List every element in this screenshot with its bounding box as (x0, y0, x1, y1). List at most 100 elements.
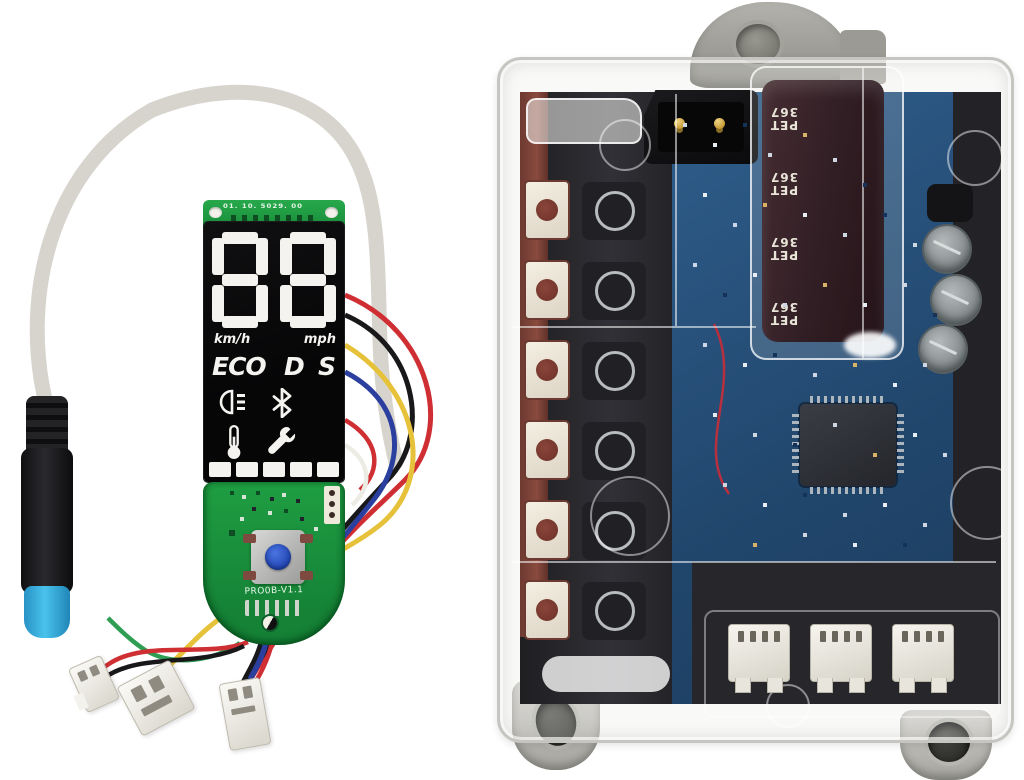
connector-foot (817, 678, 833, 693)
mosfet-ceramic-pad (526, 182, 568, 238)
mosfet-screw-hole (536, 599, 558, 621)
mosfet-ceramic-pad (526, 262, 568, 318)
capacitor-label: PET 367 (769, 235, 799, 263)
case-foot-right (900, 710, 992, 780)
connector-pin (738, 631, 744, 642)
wrench-icon (268, 426, 296, 454)
pad-dot (329, 501, 335, 507)
jst-latch (230, 705, 256, 716)
display-pin-row (231, 215, 317, 223)
mosfet-screw-hole (536, 519, 558, 541)
power-connector (644, 90, 758, 164)
connector-foot (735, 678, 751, 693)
connector-pin (832, 631, 838, 642)
capacitor-label: PET 367 (769, 170, 799, 198)
heatsink-ring (595, 351, 635, 391)
pcb-version-label: PRO0B-V1.1 (244, 584, 304, 598)
case-screw-post (766, 684, 810, 728)
heatsink-ring (595, 431, 635, 471)
button-solder-pad (243, 534, 256, 543)
case-screw-post (599, 119, 651, 171)
controller-case-interior: PET 367 PET 367 PET 367 PET 367 (504, 64, 1001, 730)
case-reflection (542, 656, 670, 692)
digit-segment (290, 316, 326, 328)
jst-slot (88, 664, 101, 677)
lcd-display-panel: km/h mph ECO D S (204, 222, 344, 482)
speed-digits (212, 232, 336, 328)
mosfet-row (522, 262, 672, 322)
cylindrical-capacitor (920, 326, 966, 372)
case-ridge (512, 326, 756, 328)
connector-bay-frame (704, 610, 1000, 718)
capacitor-cover: PET 367 PET 367 PET 367 PET 367 (750, 66, 904, 360)
cap-slit (928, 339, 958, 356)
controller-assembly: PET 367 PET 367 PET 367 PET 367 (497, 57, 1014, 743)
tactile-button-base (243, 530, 313, 584)
digit-segment (222, 232, 258, 244)
connector-foot (899, 678, 915, 693)
case-screw-post (947, 130, 1001, 186)
silkscreen-top-text: 01. 10. 5029. 00 (223, 202, 303, 210)
output-connector-row (728, 624, 988, 694)
digit-segment (256, 238, 268, 275)
mosfet-row (522, 342, 672, 402)
mosfet-screw-hole (536, 439, 558, 461)
smd-components (504, 64, 506, 66)
thermometer-icon (227, 424, 241, 459)
mosfet-screw-hole (536, 359, 558, 381)
digit-segment (222, 274, 258, 286)
thermal-paste-blob (844, 332, 896, 358)
connector-pin (856, 631, 862, 642)
jst-slot (77, 669, 89, 683)
cap-slit (932, 239, 962, 256)
output-jst-connector (728, 624, 790, 693)
jst-slot (242, 685, 254, 699)
connector-foot (849, 678, 865, 693)
battery-segment (236, 462, 258, 477)
battery-segment (209, 462, 231, 477)
digit-segment (290, 232, 326, 244)
mph-label: mph (303, 332, 336, 347)
mcu-pins (810, 487, 886, 494)
digit-segment (212, 285, 224, 322)
mosfet-row (522, 422, 672, 482)
white-wire (343, 443, 369, 507)
jst-slot (130, 684, 148, 703)
cylindrical-capacitor (924, 226, 970, 272)
connector-foot (931, 678, 947, 693)
digit-segment (324, 285, 336, 322)
gold-pin (714, 118, 725, 129)
heatsink-block (582, 582, 646, 640)
connector-pin (902, 631, 908, 642)
smd-components (223, 488, 225, 490)
connector-pin (844, 631, 850, 642)
pcb-bottom-section: PRO0B-V1.1 (203, 482, 345, 645)
heatsink-ring (595, 271, 635, 311)
mosfet-row (522, 182, 672, 242)
digit-segment (280, 238, 292, 275)
mosfet-column (522, 182, 672, 702)
jst-slot (227, 688, 239, 702)
jst-slot (147, 675, 166, 694)
pad-dot (329, 490, 335, 496)
seven-seg-digit (212, 232, 268, 328)
mosfet-screw-hole (536, 279, 558, 301)
mosfet-row (522, 582, 672, 642)
pad-dot (329, 512, 335, 518)
mosfet-ceramic-pad (526, 422, 568, 478)
cable-connector-body (21, 448, 73, 594)
mcu-pins (792, 414, 799, 476)
cap-slit (940, 289, 970, 306)
connector-pin (914, 631, 920, 642)
digit-segment (222, 316, 258, 328)
case-ridge (512, 561, 996, 563)
microcontroller-chip (792, 396, 904, 494)
heatsink-ring (595, 591, 635, 631)
digit-segment (324, 238, 336, 275)
case-seam (862, 68, 864, 358)
gray-cable (29, 84, 404, 470)
mount-hole-right (325, 207, 338, 218)
case-ridge (675, 94, 677, 326)
connector-pin (926, 631, 932, 642)
through-hole-pads (245, 600, 305, 616)
